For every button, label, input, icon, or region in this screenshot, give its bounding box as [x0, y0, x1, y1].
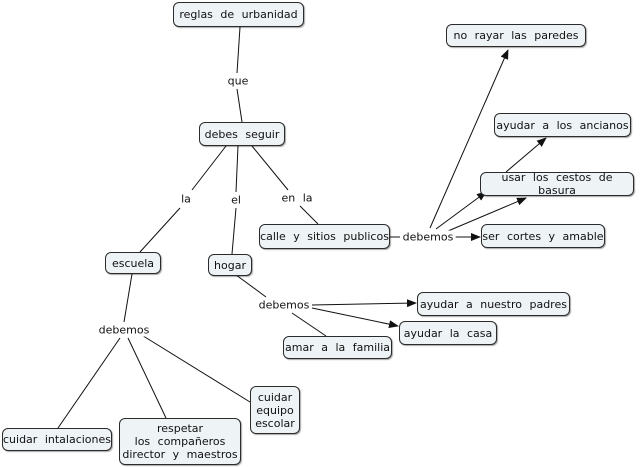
- node-ayudar-a-los-ancianos[interactable]: ayudar a los ancianos: [494, 113, 631, 137]
- edge-usar-cestos-ayudar-ancianos[interactable]: [505, 137, 547, 173]
- node-escuela[interactable]: escuela: [105, 252, 161, 274]
- edge-debemos-ayudar-ancianos[interactable]: [435, 191, 487, 230]
- node-cuidar-intalaciones[interactable]: cuidar intalaciones: [2, 428, 112, 451]
- edge-escuela-debemos: [123, 273, 133, 323]
- edge-debemos-ayudar-padres[interactable]: [311, 299, 417, 308]
- edge-debemos-cuidar-equipo: [139, 333, 251, 403]
- link-debemos-hogar: debemos: [256, 298, 312, 312]
- node-no-rayar-las-paredes[interactable]: no rayar las paredes: [446, 24, 586, 47]
- edge-debes-seguir-en-la: [251, 145, 289, 191]
- link-debemos-calle: debemos: [400, 230, 456, 244]
- edge-debemos-ayudar-casa[interactable]: [311, 307, 399, 329]
- edge-debes-seguir-la: [191, 145, 227, 191]
- node-cuidar-equipo-escolar[interactable]: cuidar equipo escolar: [250, 386, 300, 434]
- edge-debemos-amar-familia: [291, 312, 327, 337]
- edge-debes-seguir-el: [235, 145, 239, 193]
- edge-debemos-respetar: [127, 337, 167, 419]
- node-reglas-de-urbanidad[interactable]: reglas de urbanidad: [173, 2, 304, 27]
- link-en-la: en la: [279, 191, 315, 205]
- edge-hogar-debemos: [231, 271, 267, 298]
- node-amar-a-la-familia[interactable]: amar a la familia: [283, 336, 392, 359]
- link-la: la: [179, 192, 193, 206]
- node-calle-y-sitios-publicos[interactable]: calle y sitios publicos: [259, 224, 390, 249]
- edge-el-hogar: [231, 207, 237, 255]
- edge-debemos-cuidar-inst: [57, 337, 121, 429]
- link-el: el: [229, 193, 243, 207]
- node-ayudar-a-nuestro-padres[interactable]: ayudar a nuestro padres: [417, 292, 570, 316]
- node-ser-cortes-y-amable[interactable]: ser cortes y amable: [481, 224, 605, 248]
- edge-debemos-no-rayar[interactable]: [429, 49, 509, 229]
- link-que: que: [225, 74, 251, 88]
- edge-debemos-usar-cestos[interactable]: [447, 197, 527, 232]
- node-ayudar-la-casa[interactable]: ayudar la casa: [399, 321, 497, 345]
- edge-la-escuela: [139, 207, 181, 253]
- link-debemos-escuela: debemos: [96, 323, 152, 337]
- node-respetar-companeros[interactable]: respetar los compañeros director y maest…: [119, 418, 241, 465]
- edge-reglas-que: [236, 26, 241, 74]
- node-hogar[interactable]: hogar: [208, 254, 252, 276]
- edge-que-debes-seguir: [236, 88, 243, 123]
- node-debes-seguir[interactable]: debes seguir: [199, 122, 285, 146]
- node-usar-los-cestos-de-basura[interactable]: usar los cestos de basura: [480, 171, 634, 197]
- edge-en-la-calle: [299, 205, 319, 225]
